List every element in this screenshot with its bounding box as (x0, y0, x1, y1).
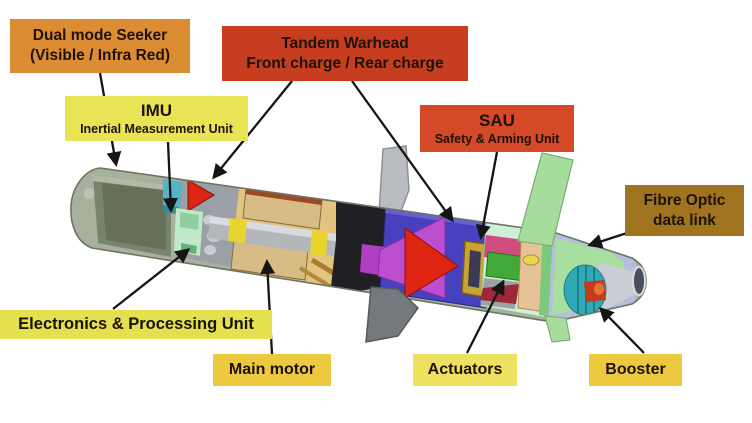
exhaust-opening (632, 266, 646, 296)
electronics-unit-board (180, 212, 199, 230)
label-booster: Booster (589, 354, 682, 386)
label-title: IMU (140, 100, 173, 120)
label-text: data link (653, 211, 716, 229)
label-text: Actuators (427, 360, 503, 378)
label-text: Dual mode Seeker (32, 27, 168, 45)
seeker-bay-ridge (93, 175, 171, 191)
label-text: Electronics & Processing Unit (18, 314, 254, 333)
arrow-imu (163, 141, 178, 213)
motor-band-rear (310, 230, 328, 256)
label-dual-mode-seeker: Dual mode Seeker (Visible / Infra Red) (10, 19, 190, 73)
front-charge-cone (187, 179, 215, 212)
main-motor-grain-liner (245, 189, 322, 205)
nozzle-cone (596, 262, 636, 314)
collar-bolt (204, 245, 216, 255)
label-imu: IMU Inertial Measurement Unit (65, 96, 248, 141)
arrow-tandem-rear (351, 80, 454, 223)
actuator-disc (522, 254, 540, 266)
arrow-sau (475, 151, 499, 240)
upper-fin (378, 145, 410, 215)
label-subtitle: Safety & Arming Unit (434, 132, 560, 147)
nose-lug (84, 188, 94, 199)
rear-charge-cone (404, 227, 459, 299)
label-text: (Visible / Infra Red) (29, 47, 171, 64)
tail-fin-lower-green (544, 315, 571, 343)
arrow-booster (598, 306, 645, 354)
upper-fin-shape (378, 145, 410, 215)
arrow-fibre (587, 231, 628, 249)
sau-unit-core (468, 250, 481, 288)
label-electronics-processing-unit: Electronics & Processing Unit (0, 310, 272, 339)
arrow-actuators (465, 279, 505, 354)
label-text: Booster (605, 360, 666, 378)
arrow-electronics (112, 248, 191, 310)
arrow-tandem-front (212, 80, 293, 180)
seeker-bay-cavity (102, 183, 166, 250)
label-text: Tandem Warhead (281, 34, 409, 52)
label-sau: SAU Safety & Arming Unit (420, 105, 574, 152)
label-text: Fibre Optic (643, 191, 726, 209)
label-subtitle: Inertial Measurement Unit (80, 122, 233, 137)
label-tandem-warhead: Tandem Warhead Front charge / Rear charg… (222, 26, 468, 81)
label-main-motor: Main motor (213, 354, 331, 386)
tail-fin-upper-green (517, 152, 574, 247)
booster-igniter-tip (594, 283, 604, 295)
motor-band-front (228, 218, 247, 243)
label-text: Main motor (228, 360, 316, 378)
label-text: Front charge / Rear charge (246, 54, 444, 72)
label-title: SAU (479, 110, 515, 130)
label-actuators: Actuators (413, 354, 517, 386)
label-fibre-optic: Fibre Optic data link (625, 185, 744, 236)
lower-fin (365, 286, 419, 343)
